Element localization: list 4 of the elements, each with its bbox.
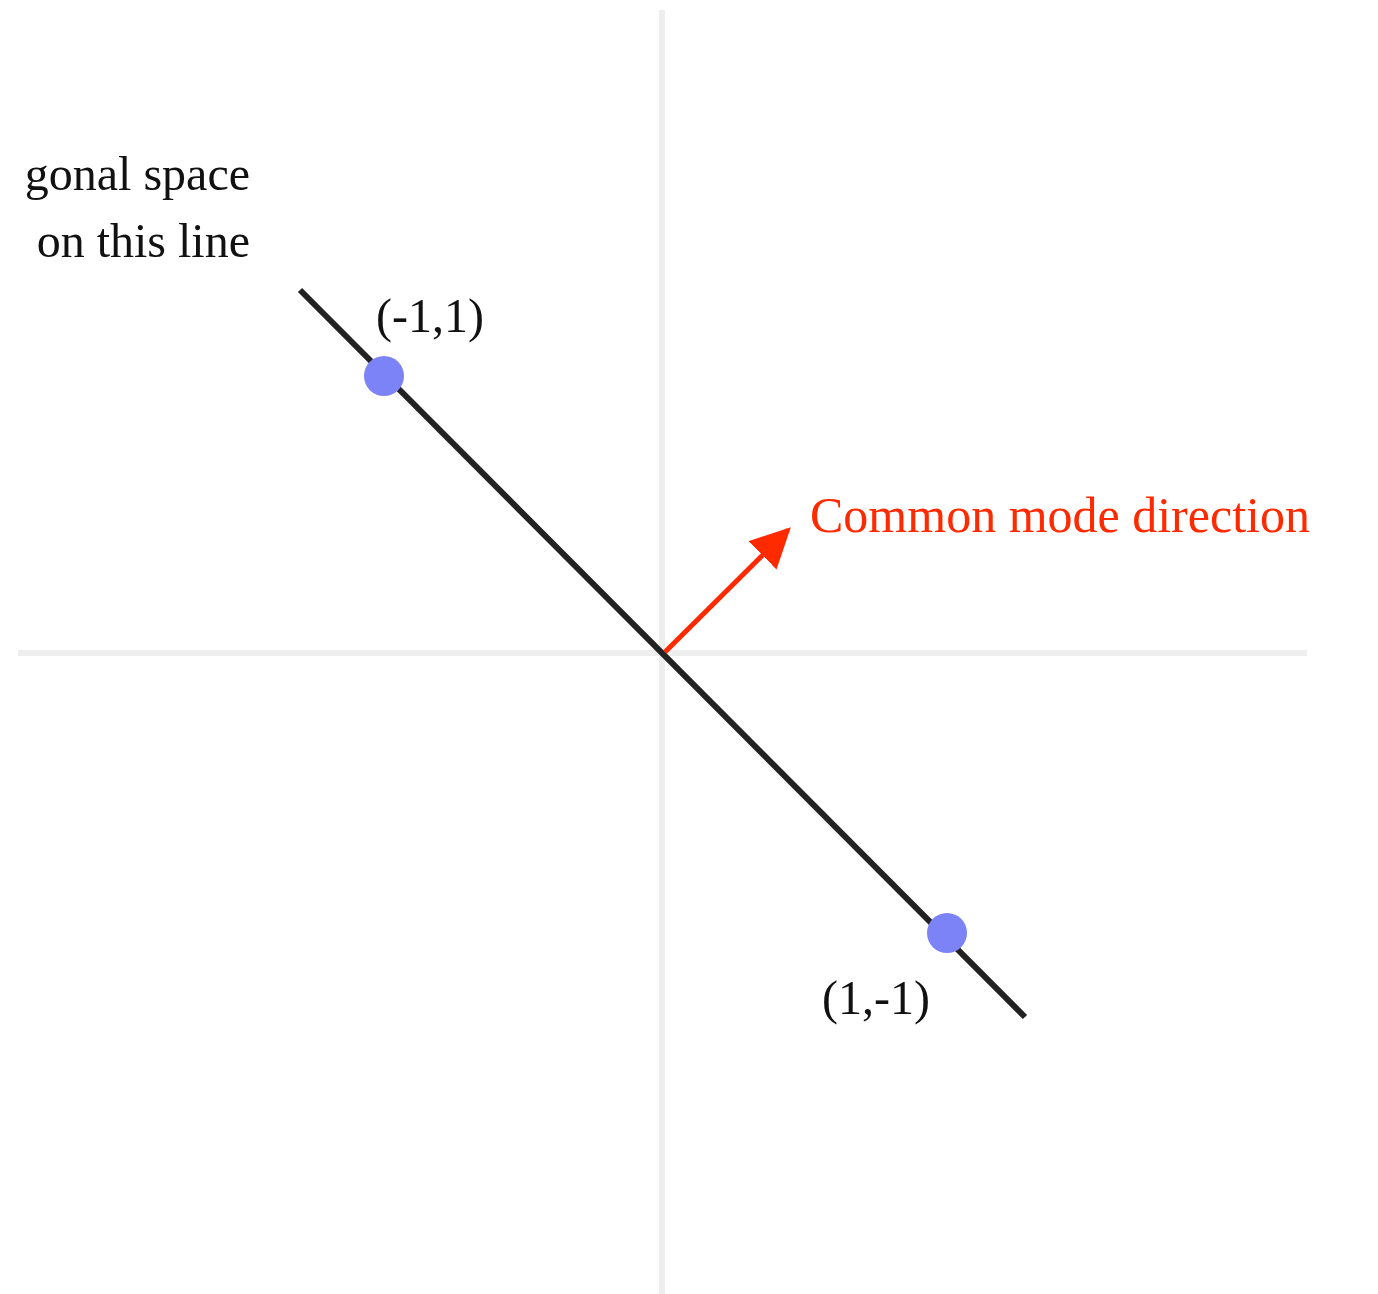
- point-label: (1,-1): [822, 972, 930, 1025]
- point-label: (-1,1): [376, 290, 484, 343]
- direction-label: Common mode direction: [810, 488, 1310, 543]
- annotation-text: gonal space on this line: [23, 146, 250, 270]
